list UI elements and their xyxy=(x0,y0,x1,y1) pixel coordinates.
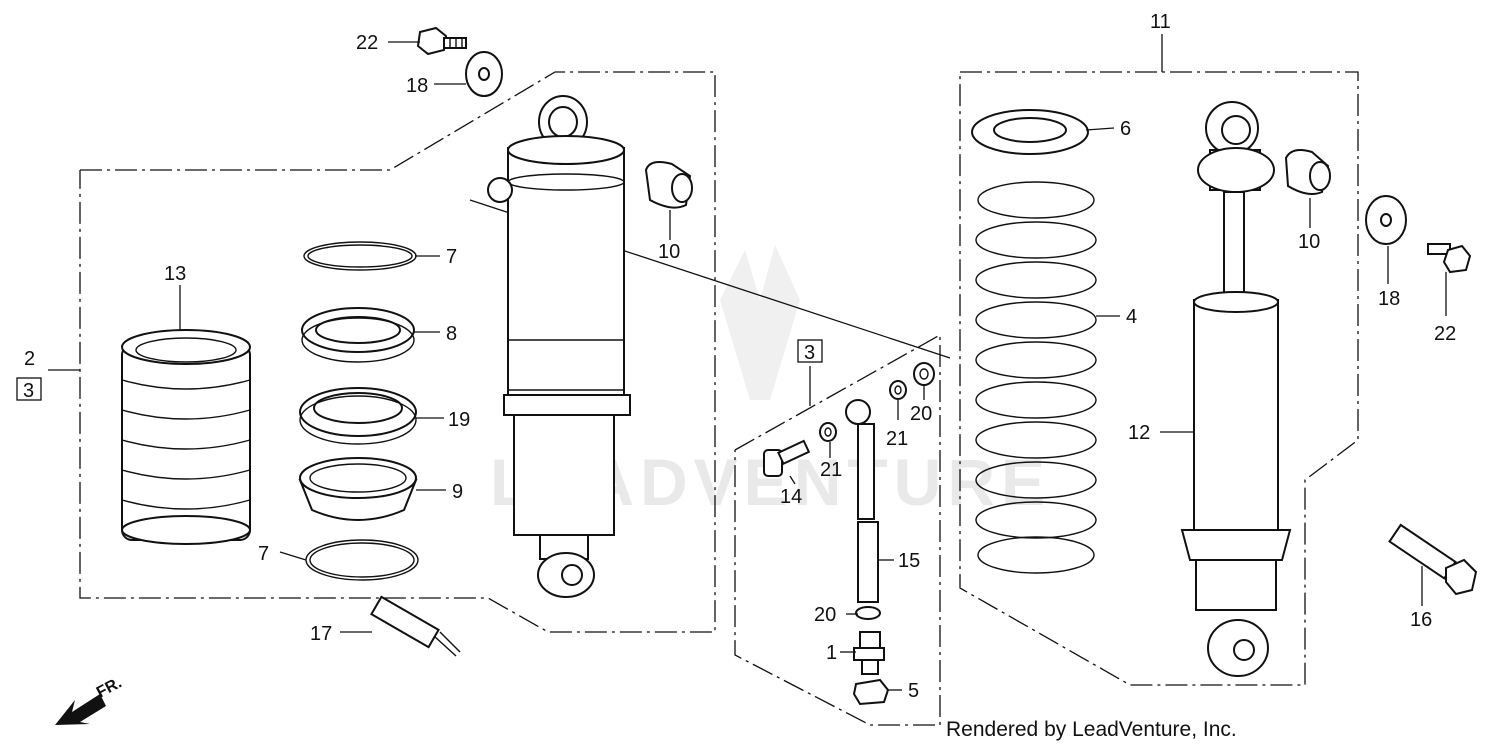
banjo-bolt-14 xyxy=(763,439,811,477)
watermark-logo-icon xyxy=(720,245,800,400)
callout-3-left-box xyxy=(16,377,42,401)
callout-5: 5 xyxy=(908,680,919,702)
callout-11: 11 xyxy=(1150,11,1171,33)
callout-12: 12 xyxy=(1128,422,1150,444)
spring-seat-6 xyxy=(971,109,1089,155)
callout-22-right: 22 xyxy=(1434,323,1456,345)
callout-14: 14 xyxy=(780,486,802,508)
callout-3-left: 3 xyxy=(23,380,34,402)
washer-18-right xyxy=(1365,195,1407,245)
callout-20-top: 20 xyxy=(910,403,932,425)
bushing-10-right xyxy=(1284,149,1331,195)
credit-text: Rendered by LeadVenture, Inc. xyxy=(946,718,1237,741)
shock-absorber-left xyxy=(487,95,631,598)
callout-4: 4 xyxy=(1126,306,1137,328)
collar-bolt-17 xyxy=(370,595,461,657)
callout-3-mid: 3 xyxy=(804,342,815,364)
lock-ring-8 xyxy=(301,307,415,363)
bushing-10-left xyxy=(644,161,693,209)
callout-18-left: 18 xyxy=(406,75,428,97)
circlip-7-top xyxy=(303,241,417,271)
washer-18-left xyxy=(465,51,503,97)
callout-19: 19 xyxy=(448,409,470,431)
callout-2: 2 xyxy=(24,348,35,370)
callout-17: 17 xyxy=(310,623,332,645)
front-direction-arrow-icon: FR. xyxy=(55,674,125,725)
hose-15 xyxy=(845,399,879,603)
callout-20-bottom: 20 xyxy=(814,604,836,626)
callout-10-left: 10 xyxy=(658,241,680,263)
spring-seat-9 xyxy=(298,457,418,521)
callout-8: 8 xyxy=(446,323,457,345)
callout-18-right: 18 xyxy=(1378,288,1400,310)
callout-10-right: 10 xyxy=(1298,231,1320,253)
callout-9: 9 xyxy=(452,481,463,503)
washer-20-bottom xyxy=(855,606,881,620)
washer-20-top xyxy=(913,362,935,386)
callout-6: 6 xyxy=(1120,118,1131,140)
bolt-22-left xyxy=(416,26,467,56)
callout-3-mid-box xyxy=(797,339,823,363)
callout-15: 15 xyxy=(898,550,920,572)
boot-13 xyxy=(121,329,251,545)
washer-21-b xyxy=(889,380,907,400)
shock-absorber-right xyxy=(1180,101,1292,677)
callout-7-top: 7 xyxy=(446,246,457,268)
leader-lines xyxy=(179,41,1447,691)
spring-4 xyxy=(975,181,1097,574)
callout-7-bottom: 7 xyxy=(258,543,269,565)
left-assembly-boundary xyxy=(48,71,716,633)
callout-21-a: 21 xyxy=(820,459,842,481)
circlip-7-bottom xyxy=(305,539,419,581)
callout-22-left: 22 xyxy=(356,32,378,54)
callout-1: 1 xyxy=(826,642,837,664)
callout-21-b: 21 xyxy=(886,428,908,450)
washer-21-a xyxy=(819,422,837,442)
right-assembly-boundary xyxy=(959,34,1359,686)
adjuster-ring-19 xyxy=(299,387,417,445)
callout-16: 16 xyxy=(1410,609,1432,631)
bolt-16 xyxy=(1388,523,1478,596)
callout-13: 13 xyxy=(164,263,186,285)
cap-5 xyxy=(852,678,890,706)
fitting-1 xyxy=(853,631,885,675)
callout-labels: 22 18 2 3 13 7 8 19 9 7 10 17 3 14 21 21… xyxy=(16,11,1456,702)
bolt-22-right xyxy=(1427,243,1472,274)
